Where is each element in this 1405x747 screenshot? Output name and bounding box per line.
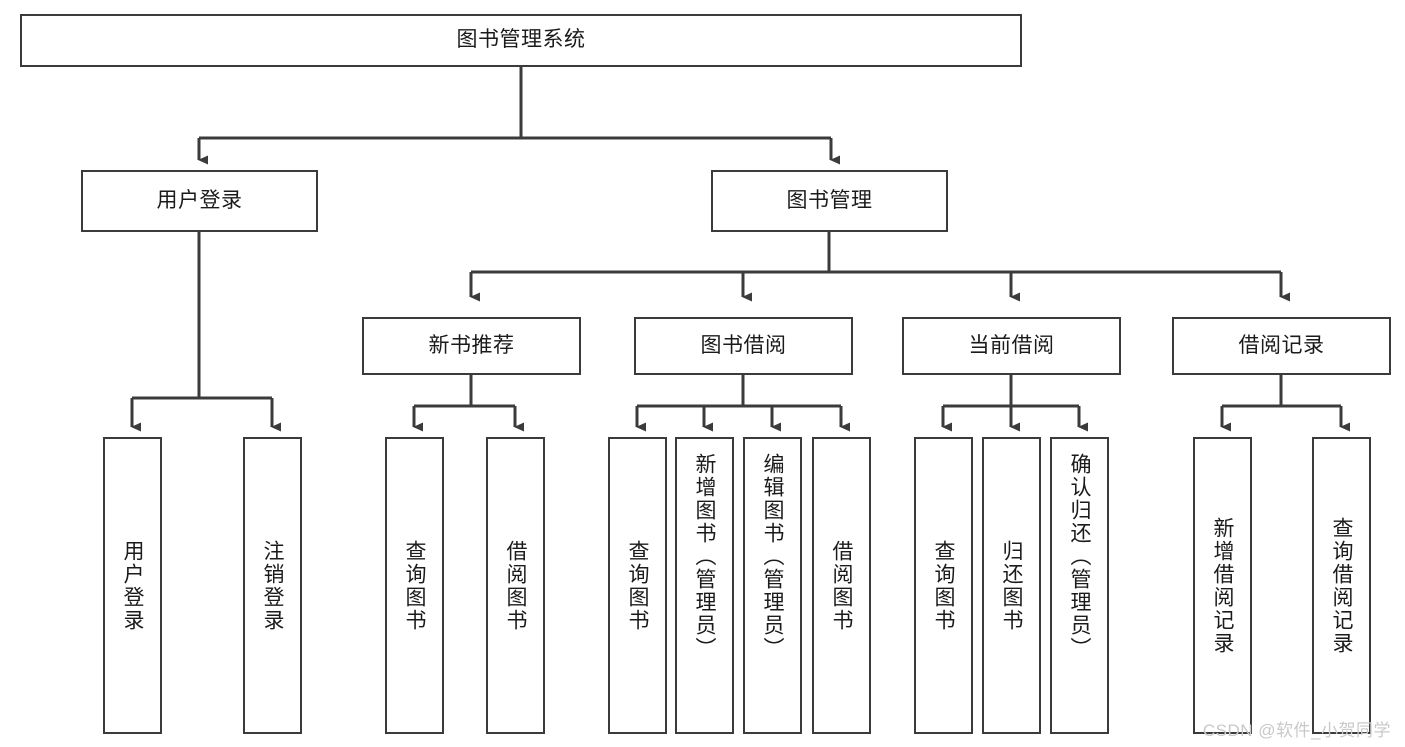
node-leaf-add-book[interactable]: 新增图书（管理员）	[675, 437, 734, 734]
node-book-management-label: 图书管理	[786, 188, 873, 212]
node-leaf-confirm-return[interactable]: 确认归还（管理员）	[1050, 437, 1109, 734]
edges-currentborrow-leaves	[941, 375, 1088, 432]
edges-newbook-leaves	[412, 375, 524, 432]
node-leaf-return-book[interactable]: 归还图书	[982, 437, 1041, 734]
node-borrow-record[interactable]: 借阅记录	[1172, 317, 1391, 375]
node-leaf-query-record-label: 查询借阅记录	[1330, 516, 1353, 655]
node-root[interactable]: 图书管理系统	[20, 14, 1022, 67]
node-leaf-query-book-1-label: 查询图书	[403, 539, 426, 632]
node-leaf-query-book-3[interactable]: 查询图书	[914, 437, 973, 734]
edges-bookborrow-leaves	[635, 375, 850, 432]
node-current-borrow-label: 当前借阅	[968, 333, 1055, 357]
node-book-borrow[interactable]: 图书借阅	[634, 317, 853, 375]
node-leaf-logout-login[interactable]: 注销登录	[243, 437, 302, 734]
node-leaf-add-record-label: 新增借阅记录	[1211, 516, 1234, 655]
node-current-borrow[interactable]: 当前借阅	[902, 317, 1121, 375]
edges-booksmgmt-level2	[469, 232, 1290, 302]
node-leaf-add-book-label: 新增图书（管理员）	[693, 453, 716, 660]
node-leaf-confirm-return-label: 确认归还（管理员）	[1068, 453, 1091, 660]
edges-borrowrecord-leaves	[1220, 375, 1350, 432]
node-root-label: 图书管理系统	[456, 28, 586, 52]
node-new-book-recommend[interactable]: 新书推荐	[362, 317, 581, 375]
node-leaf-query-book-2[interactable]: 查询图书	[608, 437, 667, 734]
node-user-login[interactable]: 用户登录	[81, 170, 318, 232]
node-book-borrow-label: 图书借阅	[700, 333, 787, 357]
node-leaf-query-book-3-label: 查询图书	[932, 539, 955, 632]
node-leaf-logout-login-label: 注销登录	[261, 539, 284, 632]
node-leaf-user-login-label: 用户登录	[121, 539, 144, 632]
node-leaf-borrow-book-2[interactable]: 借阅图书	[812, 437, 871, 734]
node-leaf-user-login[interactable]: 用户登录	[103, 437, 162, 734]
node-book-management[interactable]: 图书管理	[711, 170, 948, 232]
node-leaf-borrow-book-1-label: 借阅图书	[504, 539, 527, 632]
node-leaf-edit-book[interactable]: 编辑图书（管理员）	[743, 437, 802, 734]
csdn-watermark: CSDN @软件_小贺同学	[1202, 721, 1391, 740]
node-leaf-query-book-1[interactable]: 查询图书	[385, 437, 444, 734]
node-user-login-label: 用户登录	[156, 188, 243, 212]
node-leaf-edit-book-label: 编辑图书（管理员）	[761, 453, 784, 660]
node-new-book-recommend-label: 新书推荐	[428, 333, 515, 357]
node-leaf-borrow-book-1[interactable]: 借阅图书	[486, 437, 545, 734]
node-borrow-record-label: 借阅记录	[1238, 333, 1325, 357]
node-leaf-add-record[interactable]: 新增借阅记录	[1193, 437, 1252, 734]
node-leaf-return-book-label: 归还图书	[1000, 539, 1023, 632]
edges-userlogin-leaves	[130, 232, 281, 432]
node-leaf-query-book-2-label: 查询图书	[626, 539, 649, 632]
node-leaf-borrow-book-2-label: 借阅图书	[830, 539, 853, 632]
edges-root-level1	[197, 67, 840, 165]
node-leaf-query-record[interactable]: 查询借阅记录	[1312, 437, 1371, 734]
